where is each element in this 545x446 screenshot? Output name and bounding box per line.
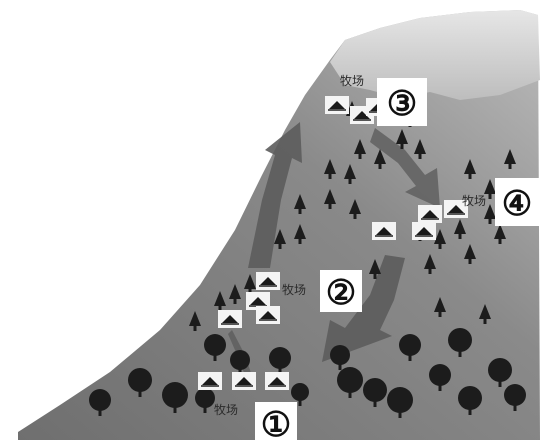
- broadleaf-tree: [230, 350, 250, 375]
- pasture-hut: [372, 222, 396, 240]
- conifer-tree: [479, 304, 491, 324]
- pasture-hut: [218, 310, 242, 328]
- conifer-tree: [464, 159, 476, 179]
- pasture-hut: [256, 306, 280, 324]
- pasture-hut: [265, 372, 289, 390]
- conifer-tree: [214, 291, 226, 311]
- conifer-tree: [344, 164, 356, 184]
- mountain-peak: [330, 10, 540, 100]
- svg-text:④: ④: [502, 184, 532, 224]
- pasture-hut: [418, 205, 442, 223]
- conifer-tree: [294, 194, 306, 214]
- arrow-2-to-3: [248, 122, 302, 268]
- conifer-tree: [369, 259, 381, 279]
- broadleaf-tree: [488, 358, 512, 387]
- broadleaf-tree: [399, 334, 421, 361]
- broadleaf-tree: [363, 378, 387, 407]
- arrow-4-to-1: [322, 255, 405, 362]
- broadleaf-tree: [504, 384, 526, 411]
- pasture-label-4: 牧场: [462, 194, 486, 208]
- conifer-tree: [424, 254, 436, 274]
- conifer-tree: [229, 284, 241, 304]
- trees: [89, 97, 526, 418]
- broadleaf-tree: [337, 367, 363, 398]
- conifer-tree: [494, 224, 506, 244]
- conifer-tree: [414, 139, 426, 159]
- conifer-tree: [189, 311, 201, 331]
- broadleaf-tree: [162, 382, 188, 413]
- conifer-tree: [396, 129, 408, 149]
- broadleaf-tree: [128, 368, 152, 397]
- pasture-hut: [412, 222, 436, 240]
- conifer-tree: [244, 274, 256, 294]
- broadleaf-tree: [291, 383, 309, 406]
- conifer-tree: [464, 244, 476, 264]
- pasture-hut: [198, 372, 222, 390]
- conifer-tree: [324, 159, 336, 179]
- broadleaf-tree: [195, 388, 215, 413]
- conifer-tree: [504, 149, 516, 169]
- arrow-3-to-4: [370, 128, 440, 208]
- marker-2: ②: [320, 270, 362, 313]
- conifer-tree: [484, 179, 496, 199]
- broadleaf-tree: [387, 387, 413, 418]
- marker-1: ①: [255, 402, 297, 445]
- conifer-tree: [354, 139, 366, 159]
- pasture-label-1: 牧场: [214, 403, 238, 417]
- broadleaf-tree: [448, 328, 472, 357]
- pasture-huts: [198, 96, 468, 390]
- svg-text:①: ①: [261, 405, 291, 445]
- broadleaf-tree: [330, 345, 350, 370]
- conifer-tree: [294, 224, 306, 244]
- conifer-tree: [274, 229, 286, 249]
- pasture-hut: [325, 96, 349, 114]
- marker-3: ③: [377, 78, 427, 126]
- broadleaf-tree: [269, 347, 291, 374]
- conifer-tree: [324, 189, 336, 209]
- pasture-hut: [256, 272, 280, 290]
- broadleaf-tree: [204, 334, 226, 361]
- conifer-tree: [374, 149, 386, 169]
- svg-text:②: ②: [326, 273, 356, 313]
- conifer-tree: [454, 219, 466, 239]
- pasture-label-2: 牧场: [282, 283, 306, 297]
- broadleaf-tree: [458, 386, 482, 415]
- conifer-tree: [434, 229, 446, 249]
- pasture-hut: [232, 372, 256, 390]
- svg-text:③: ③: [387, 84, 417, 124]
- pasture-label-3: 牧场: [340, 74, 364, 88]
- conifer-tree: [349, 199, 361, 219]
- conifer-tree: [434, 297, 446, 317]
- pasture-hut: [444, 200, 468, 218]
- broadleaf-tree: [89, 389, 111, 416]
- marker-4: ④: [495, 178, 540, 226]
- conifer-tree: [484, 204, 496, 224]
- broadleaf-tree: [429, 364, 451, 391]
